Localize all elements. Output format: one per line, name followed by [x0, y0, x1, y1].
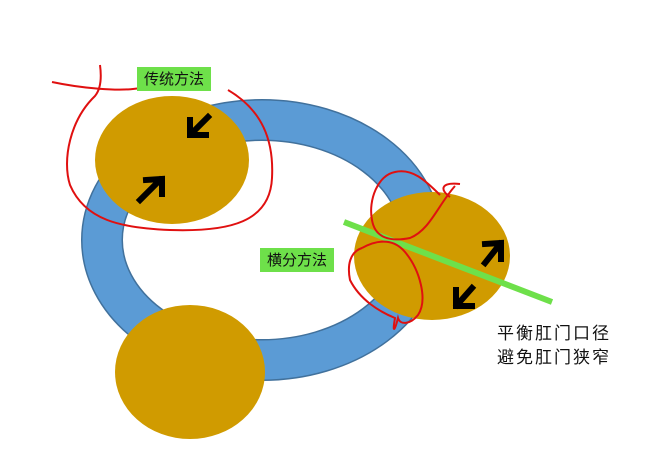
circle-bottom	[115, 305, 265, 439]
arrow-inward-icon	[135, 175, 165, 205]
note-line-1: 平衡肛门口径	[497, 324, 611, 344]
red-outline-transverse-lower	[347, 240, 424, 330]
arrow-outward-icon	[452, 283, 477, 310]
label-traditional-method: 传统方法	[137, 67, 212, 91]
arrow-outward-icon	[480, 239, 505, 268]
circle-traditional	[95, 96, 249, 224]
label-transverse-method: 横分方法	[260, 248, 335, 272]
red-outline-transverse-upper	[370, 170, 461, 241]
red-outline-traditional	[51, 64, 274, 232]
transverse-cut-line	[342, 219, 554, 305]
arrow-inward-icon	[187, 112, 213, 138]
note-line-2: 避免肛门狭窄	[497, 348, 611, 368]
